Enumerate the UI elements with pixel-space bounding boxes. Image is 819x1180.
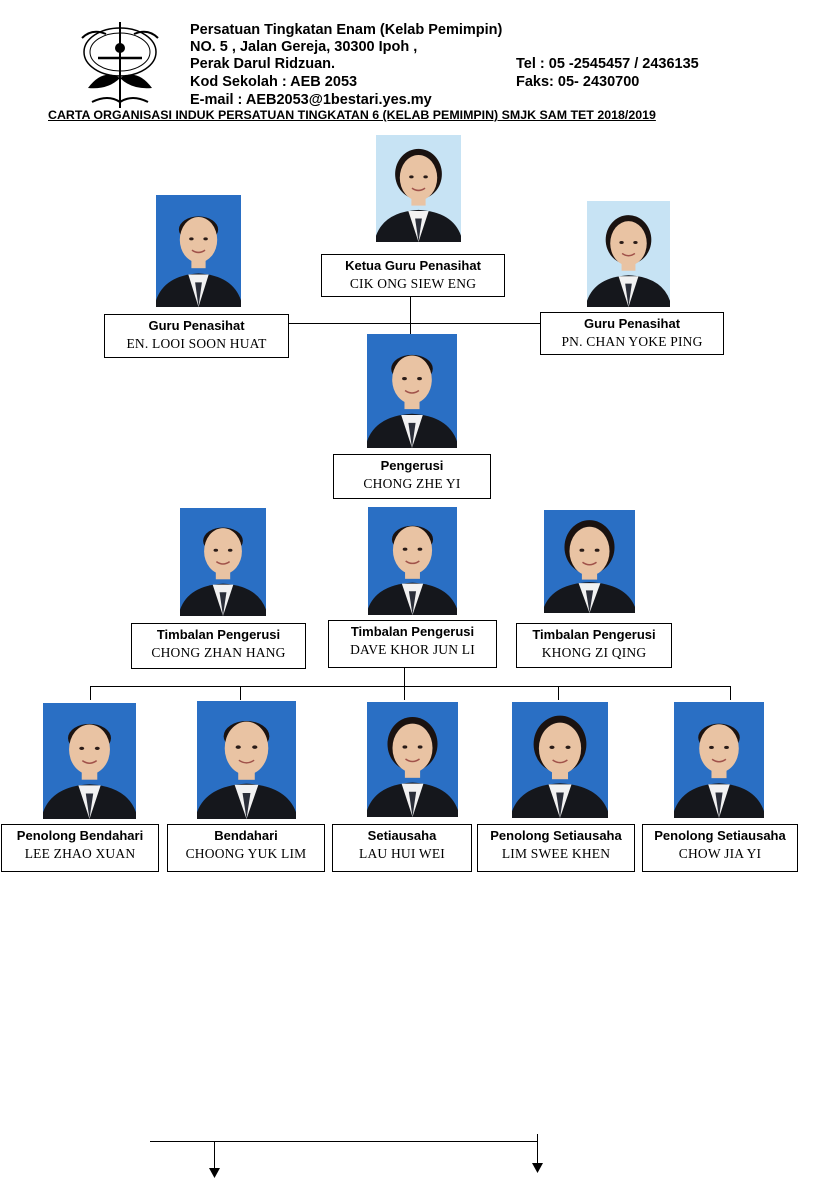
box-penolong-setiausaha-1: Penolong Setiausaha LIM SWEE KHEN: [477, 824, 635, 872]
member-name: CHONG ZHAN HANG: [151, 645, 286, 660]
role-label: Bendahari: [214, 828, 278, 843]
role-label: Timbalan Pengerusi: [532, 627, 656, 642]
address-line-2: Perak Darul Ridzuan.: [190, 56, 336, 72]
box-guru-penasihat-left: Guru Penasihat EN. LOOI SOON HUAT: [104, 314, 289, 358]
box-timbalan-left: Timbalan Pengerusi CHONG ZHAN HANG: [131, 623, 306, 669]
portrait-icon: [43, 703, 136, 819]
address-line-1: NO. 5 , Jalan Gereja, 30300 Ipoh ,: [190, 39, 418, 55]
connector-advisers: [288, 323, 541, 324]
role-label: Guru Penasihat: [583, 316, 681, 331]
photo-penolong-bendahari: [43, 703, 136, 819]
box-penolong-setiausaha-2: Penolong Setiausaha CHOW JIA YI: [642, 824, 798, 872]
school-code: Kod Sekolah : AEB 2053: [190, 74, 358, 90]
box-ketua-guru-penasihat: Ketua Guru Penasihat CIK ONG SIEW ENG: [321, 254, 505, 297]
connector-drop-2: [240, 686, 241, 700]
connector-drop-1: [90, 686, 91, 700]
role-label: Penolong Setiausaha: [490, 828, 622, 843]
arrow-down-icon: [209, 1168, 220, 1178]
telephone: Tel : 05 -2545457 / 2436135: [516, 56, 699, 72]
box-guru-penasihat-right: Guru Penasihat PN. CHAN YOKE PING: [540, 312, 724, 355]
club-crest-icon: [81, 22, 159, 108]
member-name: CHONG ZHE YI: [363, 476, 461, 491]
chart-title: CARTA ORGANISASI INDUK PERSATUAN TINGKAT…: [48, 108, 656, 122]
connector-drop-5: [730, 686, 731, 700]
member-name: LEE ZHAO XUAN: [24, 846, 136, 861]
photo-penasihat-right: [587, 201, 670, 307]
photo-timbalan-right: [544, 510, 635, 613]
photo-timbalan-center: [368, 507, 457, 615]
connector-ketua-down: [410, 296, 411, 334]
fax: Faks: 05- 2430700: [516, 74, 640, 90]
member-name: KHONG ZI QING: [541, 645, 647, 660]
member-name: CHOONG YUK LIM: [185, 846, 307, 861]
portrait-icon: [376, 135, 461, 242]
member-name: CHOW JIA YI: [678, 846, 762, 861]
role-label: Setiausaha: [367, 828, 437, 843]
member-name: LIM SWEE KHEN: [501, 846, 611, 861]
member-name: CIK ONG SIEW ENG: [349, 276, 477, 291]
photo-pengerusi: [367, 334, 457, 448]
box-pengerusi: Pengerusi CHONG ZHE YI: [333, 454, 491, 499]
portrait-icon: [512, 702, 608, 818]
bottom-arrow-left-stem: [214, 1141, 215, 1169]
connector-drop-3: [404, 686, 405, 700]
email: E-mail : AEB2053@1bestari.yes.my: [190, 92, 432, 108]
bottom-connector: [150, 1141, 538, 1142]
portrait-icon: [674, 702, 764, 818]
portrait-icon: [367, 334, 457, 448]
portrait-icon: [180, 508, 266, 616]
photo-penolong-setiausaha-1: [512, 702, 608, 818]
photo-ketua: [376, 135, 461, 242]
member-name: PN. CHAN YOKE PING: [561, 334, 703, 349]
photo-setiausaha: [367, 702, 458, 817]
bottom-arrow-right-stem: [537, 1134, 538, 1166]
photo-penasihat-left: [156, 195, 241, 307]
connector-timbalan-down: [404, 668, 405, 687]
photo-bendahari: [197, 701, 296, 819]
member-name: LAU HUI WEI: [359, 846, 445, 861]
portrait-icon: [367, 702, 458, 817]
role-label: Penolong Setiausaha: [654, 828, 786, 843]
portrait-icon: [587, 201, 670, 307]
logo: [78, 18, 162, 110]
member-name: EN. LOOI SOON HUAT: [126, 336, 267, 351]
role-label: Timbalan Pengerusi: [156, 627, 281, 642]
box-setiausaha: Setiausaha LAU HUI WEI: [332, 824, 472, 872]
org-name: Persatuan Tingkatan Enam (Kelab Pemimpin…: [190, 22, 503, 38]
role-label: Ketua Guru Penasihat: [345, 258, 481, 273]
connector-drop-4: [558, 686, 559, 700]
role-label: Timbalan Pengerusi: [350, 624, 475, 639]
box-timbalan-right: Timbalan Pengerusi KHONG ZI QING: [516, 623, 672, 668]
portrait-icon: [197, 701, 296, 819]
box-penolong-bendahari: Penolong Bendahari LEE ZHAO XUAN: [1, 824, 159, 872]
portrait-icon: [156, 195, 241, 307]
photo-penolong-setiausaha-2: [674, 702, 764, 818]
box-bendahari: Bendahari CHOONG YUK LIM: [167, 824, 325, 872]
box-timbalan-center: Timbalan Pengerusi DAVE KHOR JUN LI: [328, 620, 497, 668]
portrait-icon: [368, 507, 457, 615]
member-name: DAVE KHOR JUN LI: [350, 642, 475, 657]
role-label: Pengerusi: [380, 458, 444, 473]
connector-committee: [90, 686, 731, 687]
role-label: Guru Penasihat: [148, 318, 245, 333]
portrait-icon: [544, 510, 635, 613]
role-label: Penolong Bendahari: [16, 828, 144, 843]
photo-timbalan-left: [180, 508, 266, 616]
